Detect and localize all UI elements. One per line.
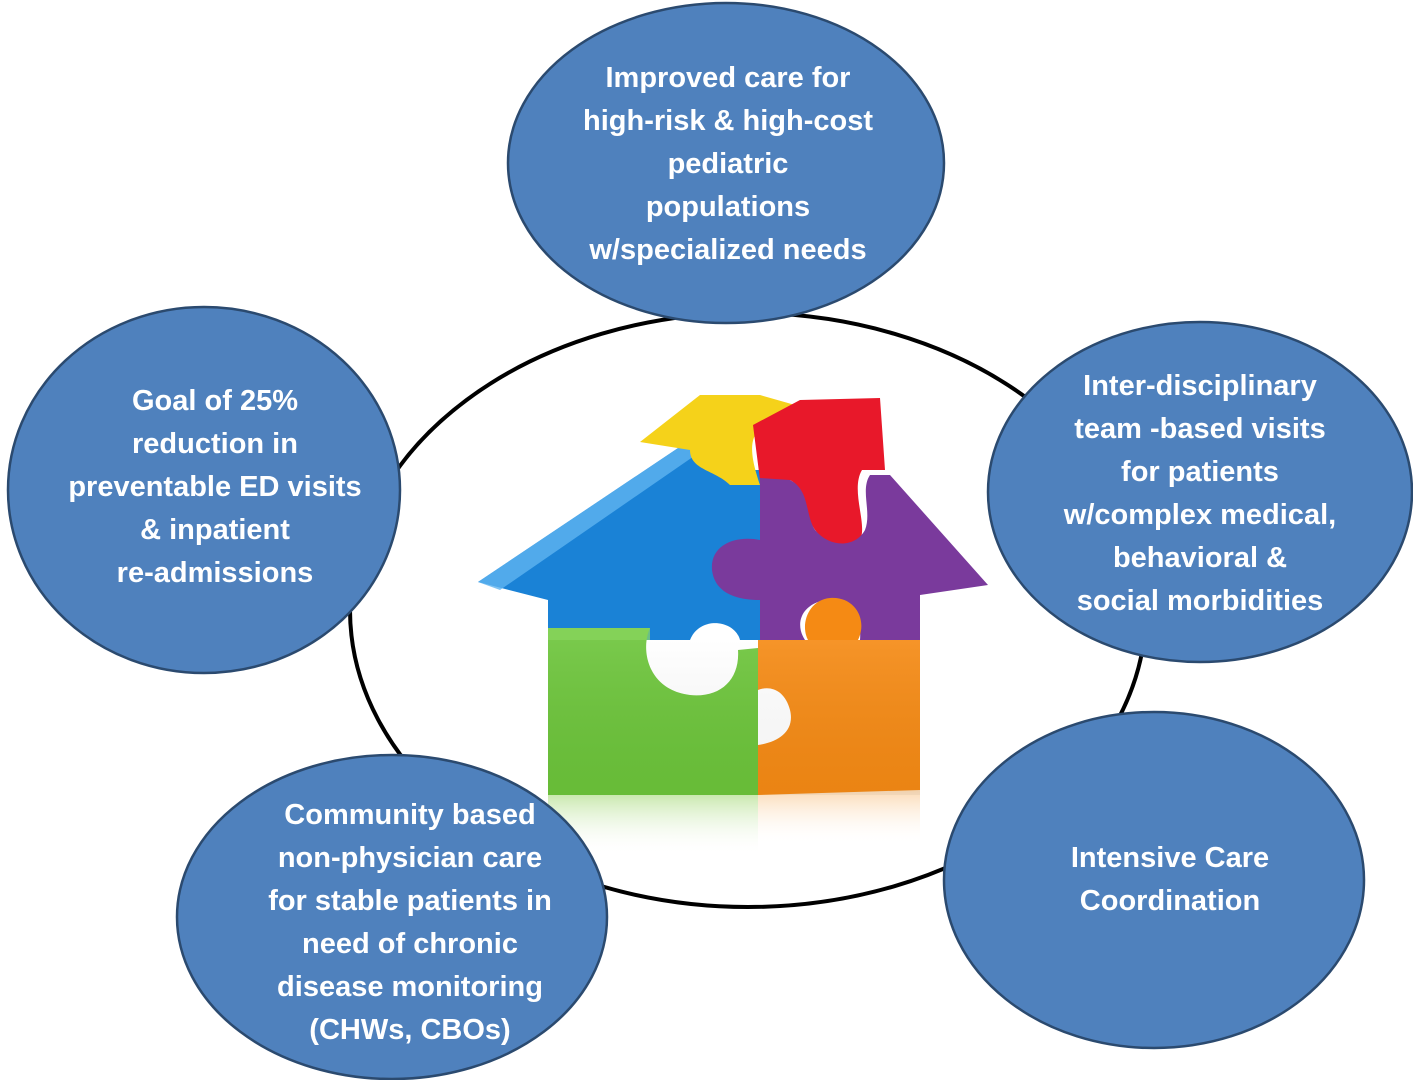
purple-puzzle-piece bbox=[711, 475, 988, 640]
blue-puzzle-piece bbox=[478, 440, 760, 640]
bubble-left bbox=[6, 305, 402, 675]
yellow-puzzle-piece bbox=[640, 395, 800, 485]
bubble-bottom-right bbox=[942, 710, 1366, 1050]
puzzle-house-illustration bbox=[478, 395, 988, 855]
bubble-top bbox=[506, 1, 946, 325]
bubble-bottom-left bbox=[175, 753, 609, 1080]
bubble-right bbox=[986, 320, 1413, 664]
red-puzzle-piece bbox=[753, 398, 885, 547]
